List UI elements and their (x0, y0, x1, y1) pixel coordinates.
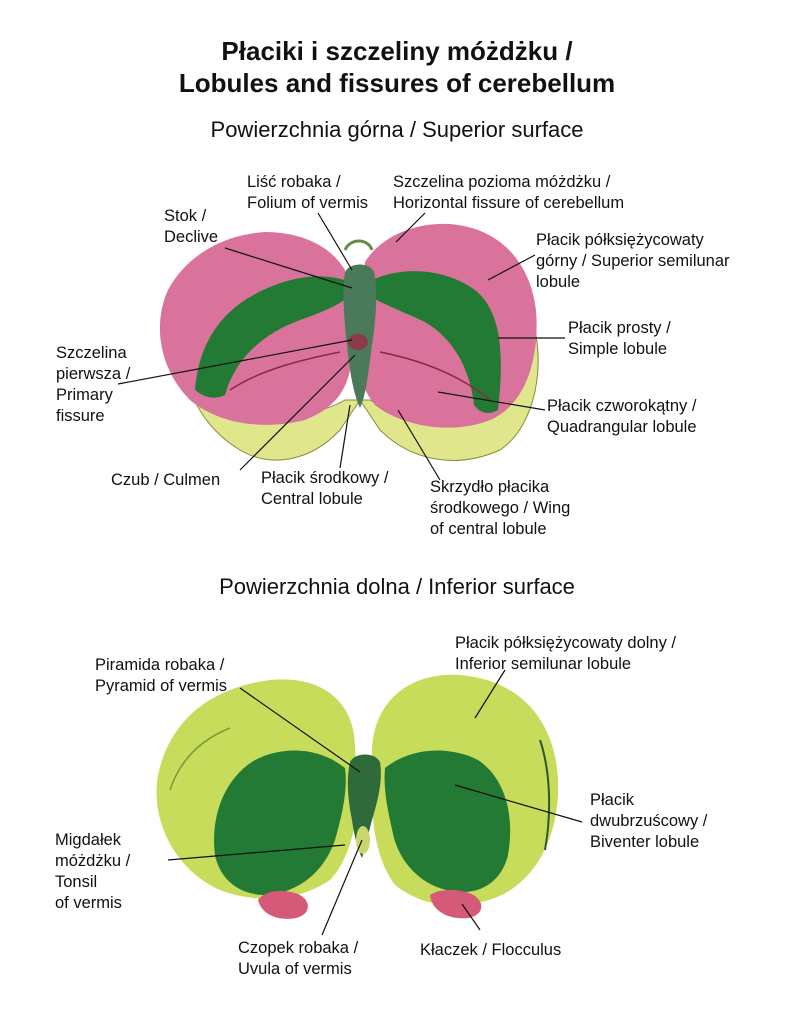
label-tonsil: Migdałek móżdżku / Tonsil of vermis (55, 831, 131, 912)
inferior-left-green-lobe (214, 750, 346, 895)
label-horizontal-fissure: Szczelina pozioma móżdżku / Horizontal f… (393, 173, 625, 212)
leader-folium (317, 212, 353, 271)
inferior-right-green-lobe (384, 750, 511, 893)
label-declive: Stok / Declive (164, 207, 219, 246)
label-flocculus: Kłaczek / Flocculus (420, 941, 562, 959)
leader-superior-semilunar (487, 254, 536, 281)
figure-title-line2: Lobules and fissures of cerebellum (178, 68, 616, 98)
label-central-lobule: Płacik środkowy / Central lobule (261, 469, 389, 508)
leader-flocculus (461, 903, 481, 931)
label-inferior-semilunar-lobule: Płacik półksiężycowaty dolny / Inferior … (455, 634, 677, 673)
leader-biventer (454, 784, 583, 823)
superior-fissure-line-right (379, 351, 491, 401)
superior-culmen-mark (348, 334, 368, 350)
label-uvula-of-vermis: Czopek robaka / Uvula of vermis (238, 939, 359, 978)
label-pyramid-of-vermis: Piramida robaka / Pyramid of vermis (95, 656, 228, 695)
leader-uvula (321, 839, 363, 936)
leader-central (339, 404, 351, 469)
superior-top-notch (343, 239, 374, 251)
leader-wing (397, 409, 441, 481)
label-superior-semilunar-lobule: Płacik półksiężycowaty górny / Superior … (536, 231, 730, 291)
leader-inferior-semilunar (474, 669, 506, 719)
leader-tonsil (167, 844, 346, 861)
inferior-cerebellum-drawing (156, 674, 559, 919)
label-wing-of-central-lobule: Skrzydło płacika środkowego / Wing of ce… (430, 478, 571, 538)
label-biventer-lobule: Płacik dwubrzuścowy / Biventer lobule (590, 791, 708, 851)
label-primary-fissure: Szczelina pierwsza / Primary fissure (56, 344, 131, 425)
leader-primary (117, 339, 353, 385)
label-culmen: Czub / Culmen (111, 471, 221, 489)
superior-cerebellum-drawing (159, 223, 539, 461)
leader-declive (224, 247, 353, 289)
leader-pyramid (239, 687, 361, 773)
inferior-left-flocculus (258, 890, 308, 919)
superior-fissure-line-left (229, 351, 341, 391)
superior-leader-lines (117, 212, 565, 481)
superior-surface-heading: Powierzchnia górna / Superior surface (210, 117, 584, 142)
inferior-vermis (347, 754, 381, 858)
label-simple-lobule: Płacik prosty / Simple lobule (568, 319, 671, 358)
inferior-right-flocculus (430, 889, 482, 919)
inferior-left-rim-line (169, 727, 231, 791)
leader-quadrangular (437, 391, 546, 411)
figure-title-line1: Płaciki i szczeliny móżdżku / (221, 36, 573, 66)
inferior-surface-heading: Powierzchnia dolna / Inferior surface (219, 574, 575, 599)
superior-left-green-band (195, 276, 352, 398)
label-quadrangular-lobule: Płacik czworokątny / Quadrangular lobule (547, 397, 697, 436)
inferior-right-rim-line (539, 739, 551, 851)
label-folium-of-vermis: Liść robaka / Folium of vermis (247, 173, 369, 212)
superior-right-green-band (366, 271, 501, 413)
leader-horizontal (395, 212, 426, 243)
leader-culmen (239, 354, 356, 471)
inferior-leader-lines (167, 669, 583, 936)
